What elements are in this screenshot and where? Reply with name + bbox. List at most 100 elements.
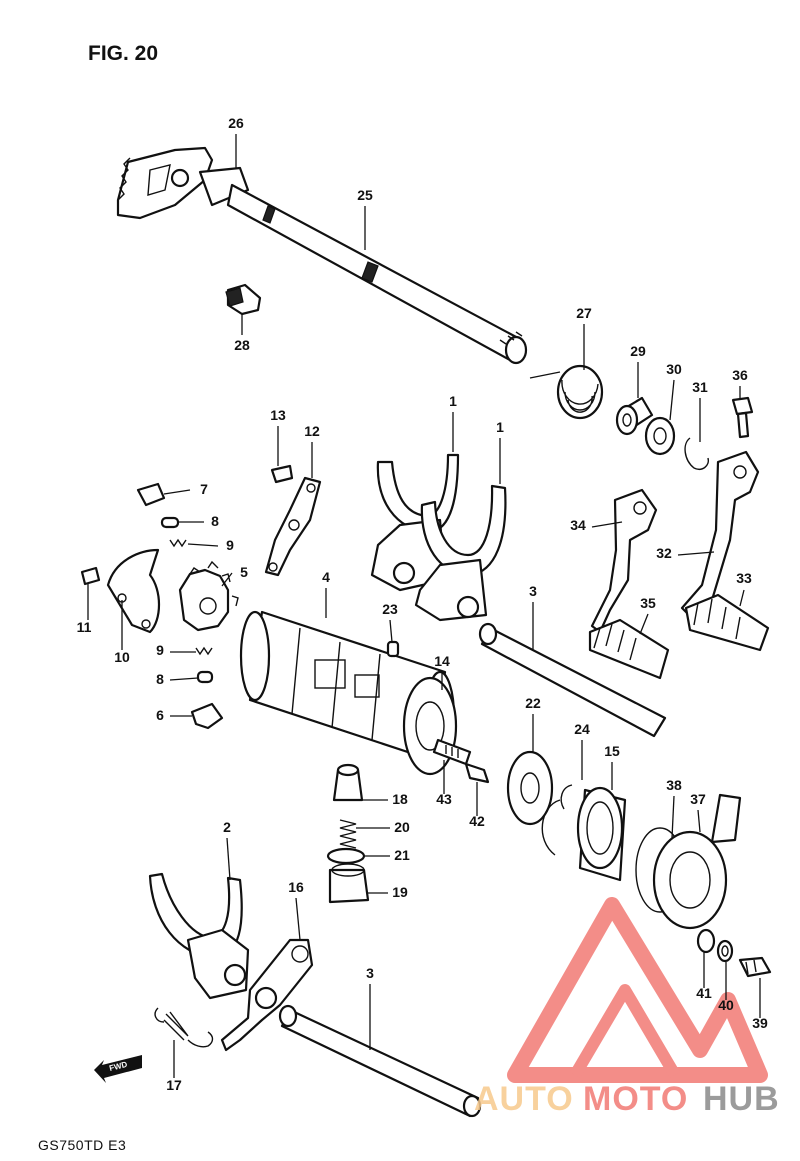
callout-number: 24 [574, 721, 590, 737]
callout-number: 25 [357, 187, 373, 203]
forward-arrow-icon [94, 1055, 142, 1083]
callout-number: 42 [469, 813, 485, 829]
leader-line [295, 897, 301, 941]
model-code: GS750TD E3 [38, 1137, 126, 1153]
leader-line [669, 379, 675, 421]
shift-fork-part [414, 484, 507, 622]
callout-number: 34 [570, 517, 586, 533]
neutral-stopper-part [332, 763, 364, 802]
callout-number: 21 [394, 847, 410, 863]
callout-number: 31 [692, 379, 708, 395]
pin-part [270, 464, 294, 484]
gearshift-shaft-part [116, 146, 528, 365]
callout-number: 33 [736, 570, 752, 586]
callout-number: 15 [604, 743, 620, 759]
callout-number: 9 [156, 642, 164, 658]
callout-number: 12 [304, 423, 320, 439]
leader-line [697, 809, 701, 833]
gearshift-lever-part [680, 450, 760, 618]
screw-part [738, 956, 772, 978]
pin-part [80, 566, 101, 586]
callout-number: 1 [449, 393, 457, 409]
callout-number: 38 [666, 777, 682, 793]
callout-number: 5 [240, 564, 248, 580]
washer-part [644, 416, 676, 456]
leader-line [671, 795, 675, 839]
callout-number: 16 [288, 879, 304, 895]
gearshift-lever-part [590, 488, 658, 634]
bearing-holder-part [652, 793, 742, 930]
washer-part [716, 939, 734, 963]
leader-line [639, 613, 649, 635]
callout-number: 2 [223, 819, 231, 835]
fork-shaft-part [478, 622, 667, 738]
callout-number: 19 [392, 884, 408, 900]
circlip-part [684, 437, 709, 470]
leader-line [389, 619, 393, 643]
leader-line [163, 489, 191, 495]
needle-bearing-part [576, 786, 627, 882]
automotohub-watermark-logo: AUTO MOTO HUB [474, 897, 779, 1118]
callout-number: 11 [77, 619, 92, 635]
callout-number: 6 [156, 707, 164, 723]
cam-plate-part [402, 676, 458, 776]
leader-line [169, 677, 199, 681]
callout-number: 9 [226, 537, 234, 553]
callout-leaders [87, 134, 761, 1078]
callout-number: 7 [200, 481, 208, 497]
washer-part [696, 928, 716, 954]
callout-number: 26 [228, 115, 244, 131]
callout-number: 43 [436, 791, 452, 807]
watermark-text-moto: MOTO [583, 1080, 688, 1118]
pawl-part [190, 702, 224, 730]
forward-label: FWD [108, 1060, 128, 1073]
callout-number: 29 [630, 343, 646, 359]
bearing-part [615, 396, 654, 436]
leader-line [591, 521, 623, 528]
callout-number: 4 [322, 569, 330, 585]
callout-labels: 2625282729303136131211789511103432333542… [77, 115, 768, 1093]
circlip-part [541, 784, 573, 856]
callout-number: 22 [525, 695, 541, 711]
callout-number: 27 [576, 305, 592, 321]
callout-number: 30 [666, 361, 682, 377]
cam-stopper-part [106, 548, 160, 634]
leader-line [187, 543, 219, 547]
bolt-part [328, 863, 370, 904]
spring-part [195, 646, 213, 656]
spring-part [339, 819, 357, 849]
pin-part [386, 640, 400, 658]
callout-number: 13 [270, 407, 286, 423]
callout-number: 8 [211, 513, 219, 529]
shift-rubber-part [588, 618, 670, 680]
figure-title: FIG. 20 [88, 42, 158, 65]
shift-arm-part [220, 938, 314, 1052]
forward-direction-marker: FWD [94, 1055, 142, 1083]
shift-fork-part [148, 872, 250, 1000]
callout-number: 1 [496, 419, 504, 435]
leader-line [226, 837, 231, 881]
fork-shaft-part [278, 1004, 482, 1118]
callout-number: 28 [234, 337, 250, 353]
callout-number: 37 [690, 791, 706, 807]
callout-number: 14 [434, 653, 450, 669]
cam-driven-gear-part [178, 560, 239, 632]
callout-number: 3 [529, 583, 537, 599]
callout-number: 36 [732, 367, 748, 383]
bolt-part [731, 396, 754, 439]
leader-line [677, 551, 715, 556]
stopper-plate-part [264, 476, 322, 577]
spring-part [169, 538, 187, 548]
callout-number: 41 [696, 985, 712, 1001]
spring-part [154, 1007, 214, 1048]
callout-number: 32 [656, 545, 672, 561]
pin-part [196, 670, 214, 684]
pin-part [160, 516, 180, 529]
bolt-part [225, 283, 262, 316]
pawl-part [136, 482, 166, 507]
callout-number: 35 [640, 595, 656, 611]
callout-number: 40 [718, 997, 734, 1013]
watermark-text-auto: AUTO [474, 1080, 574, 1118]
callout-number: 20 [394, 819, 410, 835]
